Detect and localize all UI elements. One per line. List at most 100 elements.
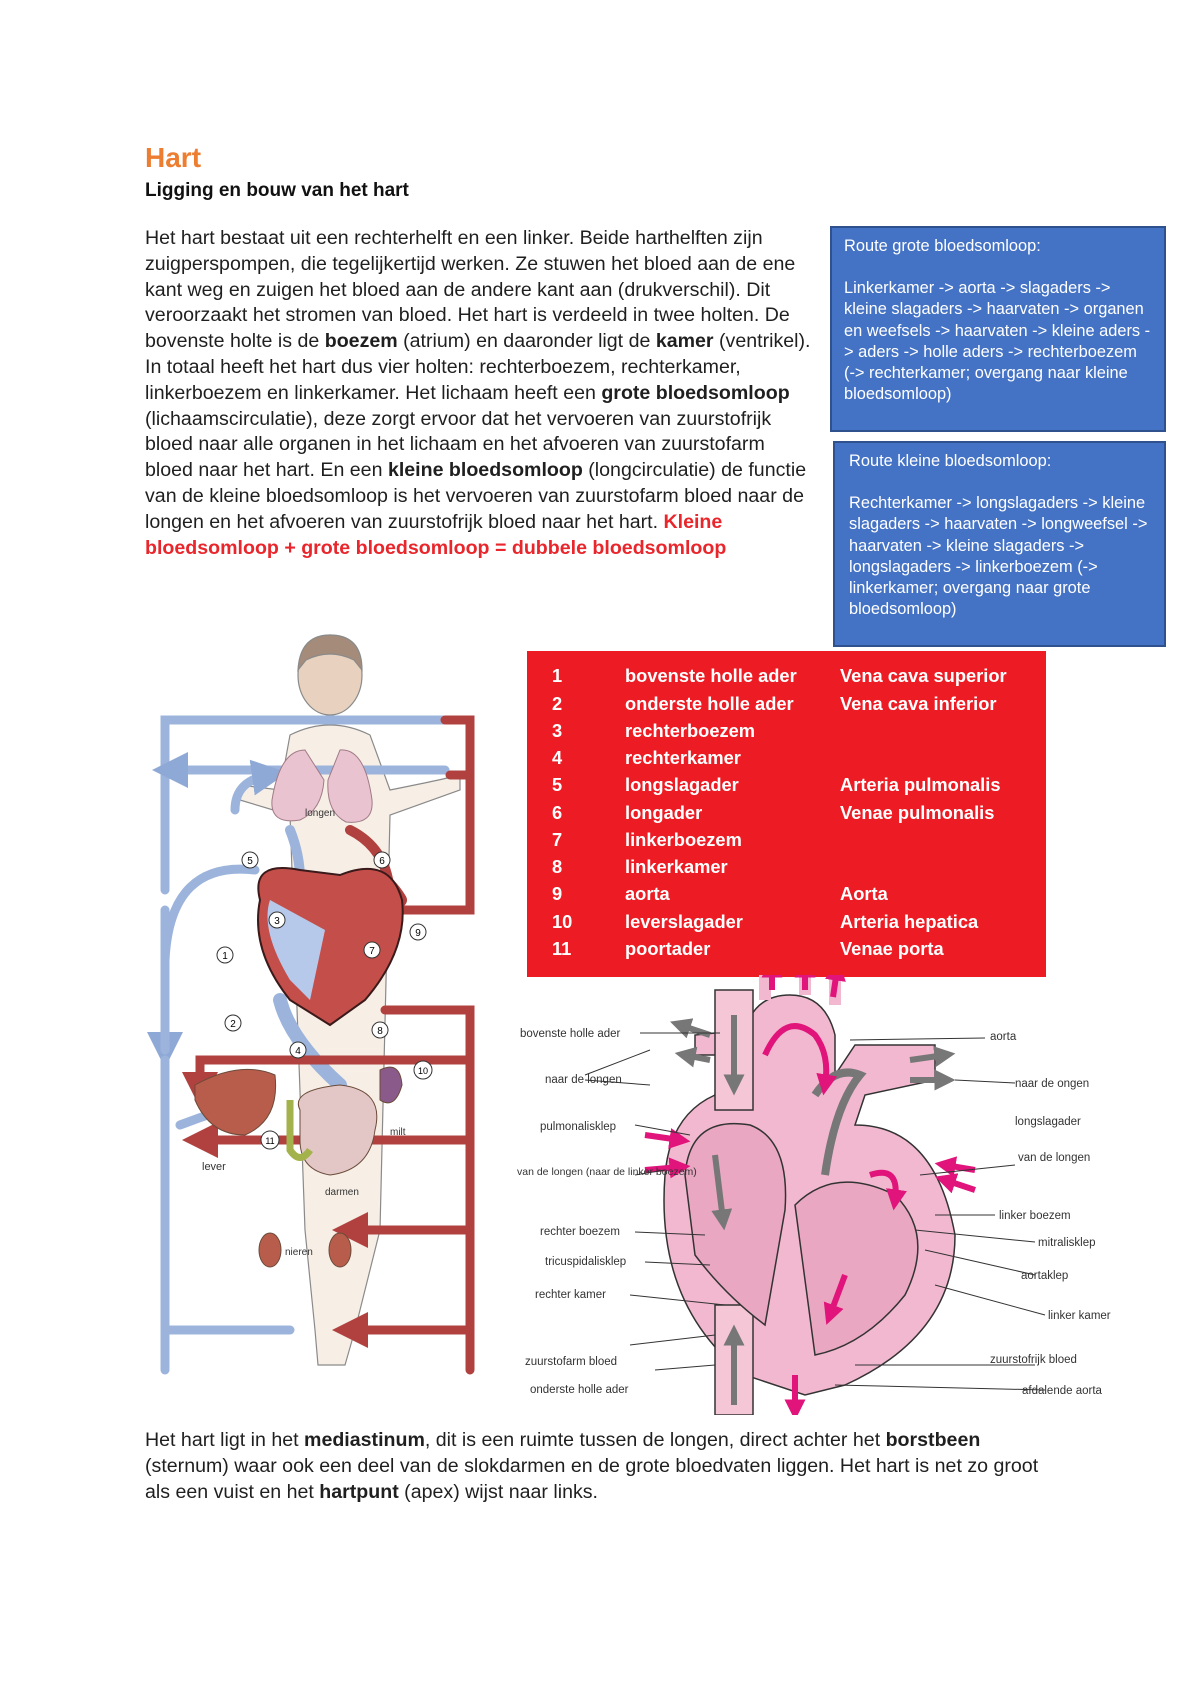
marker-11: 11 (261, 1131, 279, 1149)
label-nieren: nieren (285, 1247, 313, 1258)
svg-text:3: 3 (274, 916, 280, 927)
legend-dutch-name: longader (625, 802, 702, 824)
svg-text:6: 6 (379, 856, 385, 867)
svg-text:7: 7 (369, 946, 375, 957)
label-tricuspidalisklep: tricuspidalisklep (545, 1256, 626, 1268)
label-longslagader: longslagader (1015, 1116, 1081, 1128)
legend-row: 5 longslagader Arteria pulmonalis (527, 774, 1046, 801)
label-linker-boezem: linker boezem (999, 1210, 1071, 1222)
label-onderste-holle-ader: onderste holle ader (530, 1384, 629, 1396)
kidney-right (259, 1233, 281, 1267)
circulation-diagram: longen lever milt darmen nieren 1 2 3 4 … (140, 630, 510, 1380)
legend-dutch-name: onderste holle ader (625, 693, 794, 715)
svg-text:2: 2 (230, 1019, 236, 1030)
label-linker-kamer: linker kamer (1048, 1310, 1111, 1322)
label-pulmonalisklep: pulmonalisklep (540, 1121, 616, 1133)
bottom-paragraph: Het hart ligt in het mediastinum, dit is… (145, 1428, 1045, 1505)
legend-row: 10 leverslagader Arteria hepatica (527, 911, 1046, 938)
label-aorta: aorta (990, 1031, 1017, 1043)
legend-row: 2 onderste holle ader Vena cava inferior (527, 693, 1046, 720)
term-kamer: kamer (656, 330, 714, 352)
svg-text:5: 5 (247, 856, 253, 867)
legend-row: 8 linkerkamer (527, 856, 1046, 883)
label-afdalende-aorta: afdalende aorta (1022, 1385, 1103, 1397)
legend-latin-name: Venae porta (840, 938, 944, 960)
heart-body (664, 975, 955, 1415)
legend-dutch-name: rechterkamer (625, 747, 741, 769)
bottom-text-2: , dit is een ruimte tussen de longen, di… (425, 1429, 886, 1451)
marker-2: 2 (225, 1015, 241, 1031)
route-kleine-bloedsomloop-box: Route kleine bloedsomloop: Rechterkamer … (833, 441, 1166, 647)
legend-number: 1 (552, 665, 562, 687)
marker-10: 10 (414, 1061, 432, 1079)
liver (195, 1069, 276, 1135)
legend-latin-name: Arteria pulmonalis (840, 774, 1001, 796)
svg-text:4: 4 (295, 1046, 301, 1057)
marker-7: 7 (364, 942, 380, 958)
legend-dutch-name: linkerkamer (625, 856, 728, 878)
route-kleine-title: Route kleine bloedsomloop: (849, 451, 1150, 472)
term-grote-bloedsomloop: grote bloedsomloop (601, 382, 789, 404)
label-zuurstofrijk-bloed: zuurstofrijk bloed (990, 1354, 1077, 1366)
marker-6: 6 (374, 852, 390, 868)
legend-number: 5 (552, 774, 562, 796)
label-naar-de-longen: naar de longen (545, 1074, 622, 1086)
marker-5: 5 (242, 852, 258, 868)
label-naar-de-ongen: naar de ongen (1015, 1078, 1089, 1090)
svg-text:1: 1 (222, 951, 228, 962)
label-van-de-longen-left: van de longen (naar de linker boezem) (517, 1166, 697, 1178)
label-zuurstofarm-bloed: zuurstofarm bloed (525, 1356, 617, 1368)
legend-latin-name: Arteria hepatica (840, 911, 978, 933)
kidney-left (329, 1233, 351, 1267)
legend-dutch-name: longslagader (625, 774, 739, 796)
marker-1: 1 (217, 947, 233, 963)
label-lever: lever (202, 1161, 226, 1173)
label-mitralisklep: mitralisklep (1038, 1237, 1096, 1249)
legend-dutch-name: leverslagader (625, 911, 743, 933)
legend-latin-name: Vena cava superior (840, 665, 1007, 687)
legend-number: 3 (552, 720, 562, 742)
route-grote-text: Linkerkamer -> aorta -> slagaders -> kle… (844, 278, 1152, 405)
legend-number: 11 (552, 938, 571, 960)
label-aortaklep: aortaklep (1021, 1270, 1068, 1282)
label-longen: longen (305, 808, 335, 819)
term-hartpunt: hartpunt (319, 1481, 398, 1503)
label-darmen: darmen (325, 1187, 359, 1198)
label-van-de-longen-right: van de longen (1018, 1152, 1090, 1164)
legend-number: 9 (552, 883, 562, 905)
marker-3: 3 (269, 912, 285, 928)
intro-text-2: (atrium) en daaronder ligt de (398, 330, 656, 352)
legend-dutch-name: rechterboezem (625, 720, 755, 742)
legend-number: 10 (552, 911, 572, 933)
bottom-text-1: Het hart ligt in het (145, 1429, 304, 1451)
legend-row: 11poortaderVenae porta (527, 938, 1046, 965)
legend-row: 1 bovenste holle ader Vena cava superior (527, 665, 1046, 692)
legend-number: 4 (552, 747, 562, 769)
bottom-text-4: (apex) wijst naar links. (399, 1481, 598, 1503)
legend-dutch-name: bovenste holle ader (625, 665, 797, 687)
legend-number: 2 (552, 693, 562, 715)
legend-dutch-name: aorta (625, 883, 670, 905)
term-kleine-bloedsomloop: kleine bloedsomloop (388, 459, 583, 481)
term-boezem: boezem (325, 330, 398, 352)
spleen (380, 1067, 402, 1103)
legend-latin-name: Vena cava inferior (840, 693, 997, 715)
marker-8: 8 (372, 1022, 388, 1038)
label-milt: milt (390, 1127, 406, 1138)
term-mediastinum: mediastinum (304, 1429, 425, 1451)
heart-labels-right: aorta naar de ongen longslagader van de … (990, 1031, 1111, 1397)
marker-4: 4 (290, 1042, 306, 1058)
route-kleine-text: Rechterkamer -> longslagaders -> kleine … (849, 493, 1150, 620)
page-title: Hart (145, 142, 201, 174)
legend-row: 4 rechterkamer (527, 747, 1046, 774)
legend-row: 6longaderVenae pulmonalis (527, 802, 1046, 829)
intro-paragraph: Het hart bestaat uit een rechterhelft en… (145, 226, 817, 561)
legend-number: 6 (552, 802, 562, 824)
legend-number: 8 (552, 856, 562, 878)
term-borstbeen: borstbeen (886, 1429, 981, 1451)
svg-text:10: 10 (418, 1066, 428, 1076)
label-rechter-boezem: rechter boezem (540, 1226, 620, 1238)
label-bovenste-holle-ader: bovenste holle ader (520, 1028, 621, 1040)
